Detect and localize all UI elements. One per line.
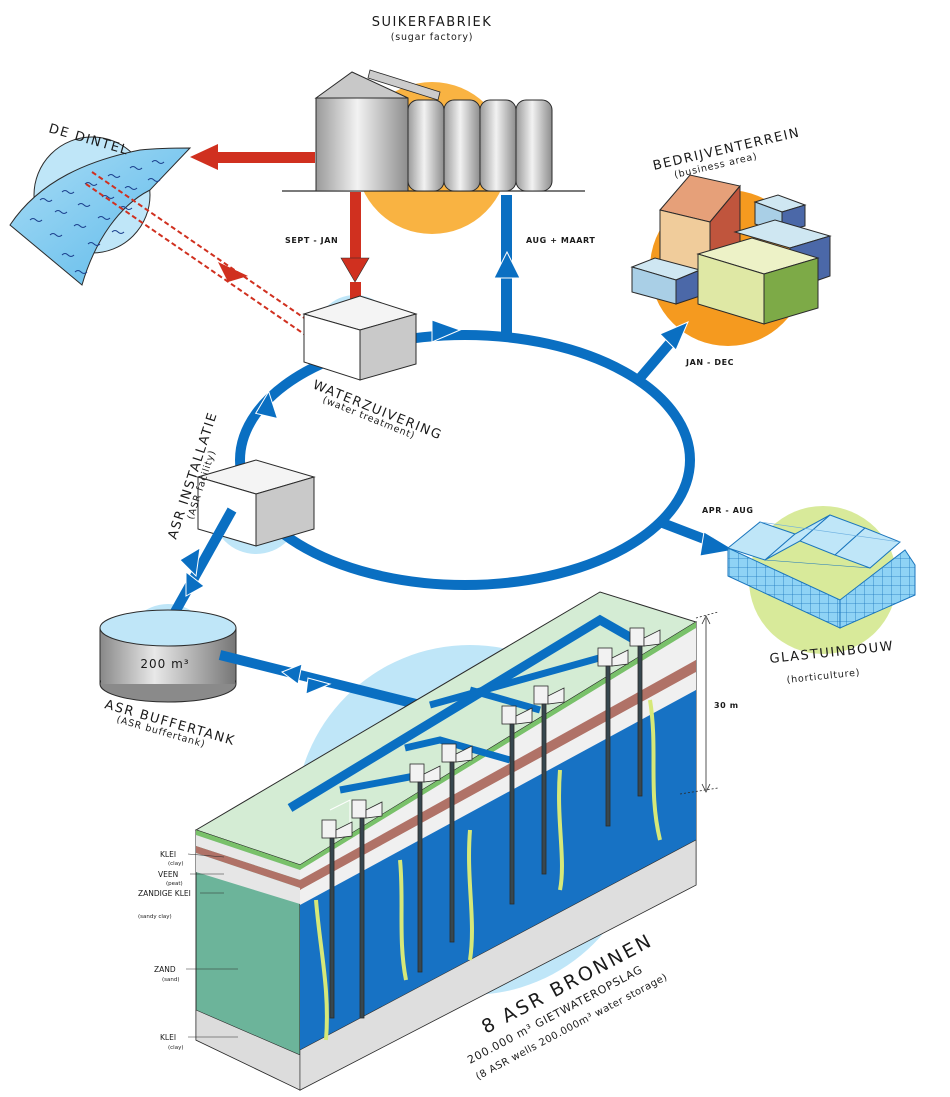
factory-to-treatment-flow xyxy=(340,192,370,312)
well-1 xyxy=(321,819,353,1019)
well-2 xyxy=(351,799,383,1019)
water-treatment-icon xyxy=(302,295,418,381)
layer-zand: ZAND xyxy=(154,965,176,974)
buffertank-icon xyxy=(99,609,237,703)
layer-klei-bottom: KLEI xyxy=(160,1033,176,1042)
period-aug-maart: AUG + MAART xyxy=(526,236,595,245)
well-6 xyxy=(533,685,565,875)
depth-dimension xyxy=(679,611,719,795)
sugar-factory-label: SUIKERFABRIEK xyxy=(372,15,493,30)
period-jan-dec: JAN - DEC xyxy=(685,358,734,367)
tank-to-wells-flow xyxy=(218,650,442,715)
horticulture-icon xyxy=(726,514,916,629)
tank-volume-label: 200 m³ xyxy=(140,657,189,671)
layer-zandige-klei-en: (sandy clay) xyxy=(138,914,172,920)
loop-to-business-flow xyxy=(636,321,689,382)
well-4 xyxy=(441,743,473,943)
sugar-factory-icon xyxy=(282,69,585,192)
layer-veen-en: (peat) xyxy=(166,881,183,887)
period-sept-jan: SEPT - JAN xyxy=(285,236,338,245)
layer-zandige-klei: ZANDIGE KLEI xyxy=(138,889,191,898)
factory-to-river-flow xyxy=(190,144,315,170)
treatment-to-river-flow xyxy=(85,171,311,335)
well-network xyxy=(287,614,638,824)
business-area-icon xyxy=(630,174,832,325)
well-3 xyxy=(409,763,441,973)
well-5 xyxy=(501,705,533,905)
horticulture-sublabel: (horticulture) xyxy=(786,667,861,686)
layer-klei-top-en: (clay) xyxy=(168,861,183,867)
layer-veen: VEEN xyxy=(158,870,178,879)
well-8 xyxy=(629,627,661,797)
layer-klei-bottom-en: (clay) xyxy=(168,1045,183,1051)
loop-arrows xyxy=(254,319,462,420)
ground-block xyxy=(194,591,698,1091)
river-icon xyxy=(9,147,192,286)
water-treatment-label: WATERZUIVERING xyxy=(311,378,445,444)
loop-to-horticulture-flow xyxy=(658,517,736,557)
layer-legend: KLEI (clay) VEEN (peat) ZANDIGE KLEI (sa… xyxy=(138,850,238,1051)
well-7 xyxy=(597,647,629,827)
sugar-factory-sublabel: (sugar factory) xyxy=(391,32,474,43)
well-heads xyxy=(321,627,661,1019)
period-apr-aug: APR - AUG xyxy=(702,506,754,515)
facility-to-tank-flow xyxy=(170,507,237,615)
loop-to-factory-flow xyxy=(493,195,521,335)
layer-klei-top: KLEI xyxy=(160,850,176,859)
water-loop xyxy=(235,330,695,590)
depth-label: 30 m xyxy=(714,701,739,710)
layer-zand-en: (sand) xyxy=(162,977,180,983)
